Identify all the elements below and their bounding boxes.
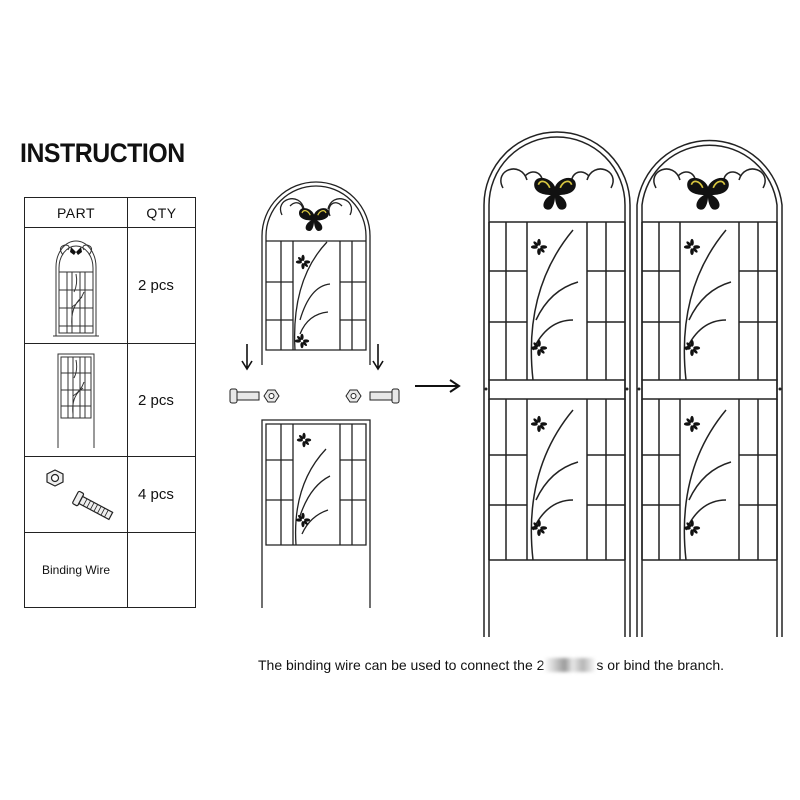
nut-and-bolt-icon <box>46 468 114 520</box>
bottom-trellis-panel-icon <box>57 353 95 448</box>
assembled-trellis-right <box>636 139 783 637</box>
table-row: Binding Wire <box>24 532 196 608</box>
connector-icon <box>484 387 782 391</box>
header-qty: QTY <box>127 197 196 228</box>
flower-icon <box>530 238 548 256</box>
flower-icon <box>530 339 548 357</box>
blurred-text <box>544 658 597 672</box>
instruction-title: INSTRUCTION <box>20 138 185 168</box>
flower-icon <box>530 415 548 433</box>
bolt-and-nut-icon <box>229 388 400 404</box>
note-text-start: The binding wire can be used to connect … <box>258 657 545 673</box>
butterfly-icon <box>533 176 577 211</box>
flower-icon <box>683 339 701 357</box>
flower-icon <box>683 519 701 537</box>
binding-wire-note: The binding wire can be used to connect … <box>258 657 724 673</box>
qty-cell <box>127 532 196 608</box>
qty-cell: 2 pcs <box>127 227 196 344</box>
right-arrow-icon <box>415 379 461 393</box>
header-part: PART <box>24 197 128 228</box>
flower-icon <box>530 519 548 537</box>
qty-cell: 2 pcs <box>127 343 196 457</box>
note-text-end: s or bind the branch. <box>596 657 725 673</box>
table-row: 2 pcs <box>24 227 196 344</box>
flower-icon <box>294 333 310 349</box>
table-row: 2 pcs <box>24 343 196 457</box>
flower-icon <box>296 432 312 448</box>
qty-cell: 4 pcs <box>127 456 196 533</box>
top-trellis-panel-icon <box>53 240 99 336</box>
flower-icon <box>683 415 701 433</box>
part-cell <box>24 456 128 533</box>
assembled-trellis-left <box>483 131 631 637</box>
part-cell <box>24 227 128 344</box>
parts-table: PART QTY 2 pcs <box>24 197 196 608</box>
binding-wire-label: Binding Wire <box>24 532 128 608</box>
flower-icon <box>295 254 311 270</box>
top-panel-exploded <box>261 181 371 365</box>
flower-icon <box>683 238 701 256</box>
flower-icon <box>295 512 311 528</box>
table-header-row: PART QTY <box>24 197 196 228</box>
butterfly-icon <box>298 207 330 232</box>
table-row: 4 pcs <box>24 456 196 533</box>
bottom-panel-exploded <box>261 419 371 608</box>
down-arrow-icon <box>241 344 384 371</box>
butterfly-icon <box>686 176 730 211</box>
